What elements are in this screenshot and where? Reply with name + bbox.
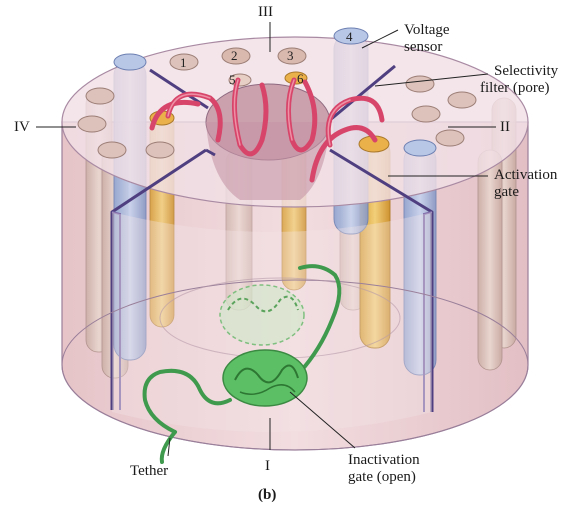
label-tether: Tether — [130, 463, 168, 479]
domain-label-iii: III — [258, 4, 273, 20]
helix-number-3: 3 — [287, 48, 294, 64]
helix-number-5: 5 — [229, 72, 236, 88]
label-voltage-sensor-line2: sensor — [404, 39, 442, 55]
label-inactivation-gate-line1: Inactivation — [348, 452, 420, 468]
label-activation-gate-line2: gate — [494, 184, 519, 200]
figure-caption: (b) — [258, 487, 276, 503]
domain-label-ii: II — [500, 119, 510, 135]
label-activation-gate-line1: Activation — [494, 167, 557, 183]
domain-label-iv: IV — [14, 119, 30, 135]
helix-number-2: 2 — [231, 48, 238, 64]
label-selectivity-filter-line2: filter (pore) — [480, 80, 550, 96]
helix-number-1: 1 — [180, 55, 187, 71]
domain-label-i: I — [265, 458, 270, 474]
label-voltage-sensor-line1: Voltage — [404, 22, 450, 38]
label-inactivation-gate-line2: gate (open) — [348, 469, 416, 485]
inactivation-gate-closed — [220, 285, 304, 345]
helix-number-4: 4 — [346, 29, 353, 45]
helix-number-6: 6 — [297, 71, 304, 87]
label-selectivity-filter-line1: Selectivity — [494, 63, 558, 79]
